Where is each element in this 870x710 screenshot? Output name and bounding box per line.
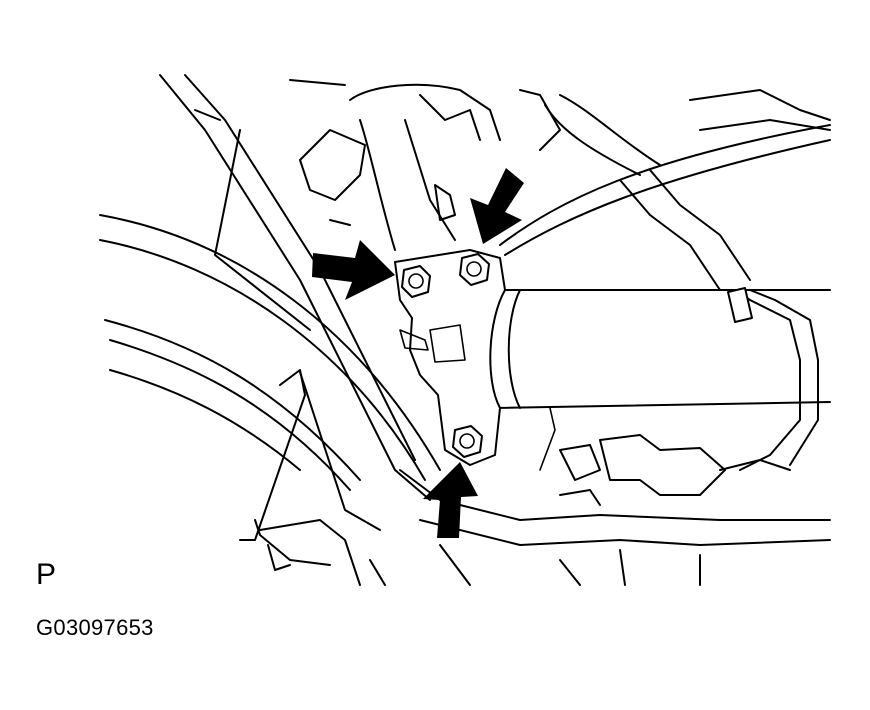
body-panel-arcs bbox=[99, 214, 441, 491]
bolt-lower bbox=[452, 425, 483, 458]
left-strut bbox=[159, 74, 431, 501]
arrow-left-pointing-bolt bbox=[312, 240, 395, 300]
lower-bracket bbox=[239, 369, 386, 586]
column-tube bbox=[494, 289, 831, 471]
lower-connectors bbox=[559, 434, 791, 506]
bolt-upper-left bbox=[401, 265, 431, 298]
view-letter: P bbox=[36, 558, 57, 591]
upper-connectors bbox=[299, 83, 561, 251]
arrow-bottom-pointing-bolt bbox=[423, 462, 478, 538]
figure-code: G03097653 bbox=[36, 615, 154, 640]
wire-harness bbox=[499, 89, 831, 471]
arrow-top-pointing-bolt bbox=[470, 168, 524, 244]
bolt-upper-right bbox=[459, 253, 490, 286]
mounting-bracket bbox=[394, 249, 506, 466]
